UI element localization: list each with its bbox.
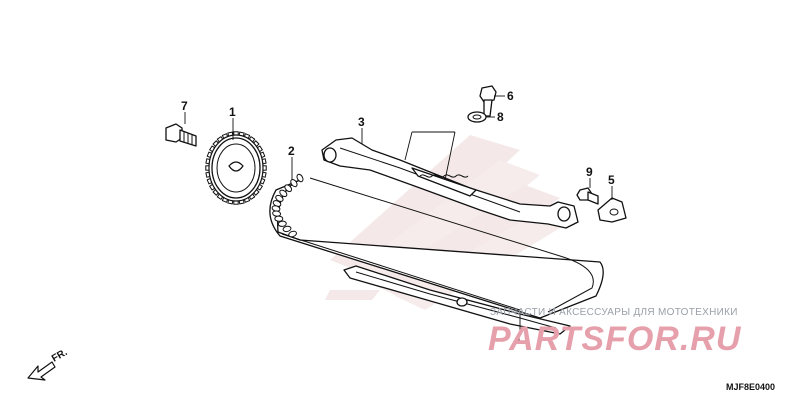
callout-7: 7 xyxy=(181,99,188,113)
front-direction-indicator: FR. xyxy=(27,347,70,381)
callout-4: 4 xyxy=(514,333,521,347)
cam-chain[interactable] xyxy=(269,173,604,319)
stopper-bolt[interactable] xyxy=(576,187,599,205)
callout-8: 8 xyxy=(497,110,504,124)
callout-9: 9 xyxy=(586,165,593,179)
watermark-caption: ЗАПЧАСТИ И АКСЕССУАРЫ ДЛЯ МОТОТЕХНИКИ xyxy=(490,307,738,318)
callouts: 7 1 2 3 6 8 9 5 4 xyxy=(181,89,615,347)
callout-5: 5 xyxy=(608,173,615,187)
cam-sprocket[interactable] xyxy=(205,131,267,205)
washer[interactable] xyxy=(467,111,487,123)
direction-label: FR. xyxy=(50,347,70,365)
stopper-plate[interactable] xyxy=(597,197,627,223)
watermark-logo: PARTSFOR.RU xyxy=(488,320,742,358)
cam-chain-tensioner-arm[interactable] xyxy=(321,137,579,229)
arrow-left-icon xyxy=(27,361,56,381)
cam-chain-guide[interactable] xyxy=(343,265,571,335)
leader-lines xyxy=(184,95,613,330)
callout-3: 3 xyxy=(358,115,365,129)
callout-6: 6 xyxy=(507,89,514,103)
diagram-code: MJF8E0400 xyxy=(726,382,775,392)
upper-bolt[interactable] xyxy=(479,85,497,117)
sprocket-bolt[interactable] xyxy=(165,123,197,147)
callout-1: 1 xyxy=(229,105,236,119)
callout-2: 2 xyxy=(288,144,295,158)
